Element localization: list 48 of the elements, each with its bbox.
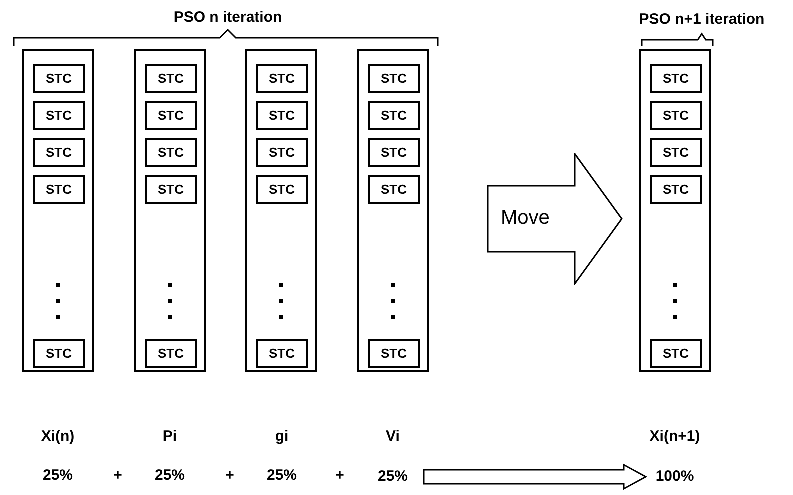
stc-box: STC — [650, 138, 702, 167]
stc-box: STC — [33, 64, 85, 93]
column-box — [134, 49, 206, 372]
variable-label: 25% — [154, 466, 186, 486]
column-box — [357, 49, 429, 372]
stc-box: STC — [650, 64, 702, 93]
stc-box: STC — [368, 175, 420, 204]
variable-label: gi — [275, 427, 289, 447]
stc-box: STC — [368, 339, 420, 368]
variable-label: Xi(n) — [41, 427, 75, 447]
stc-box: STC — [256, 339, 308, 368]
column-box — [22, 49, 94, 372]
variable-label: + — [226, 466, 234, 486]
stc-box: STC — [33, 101, 85, 130]
stc-box: STC — [256, 64, 308, 93]
stc-box: STC — [145, 101, 197, 130]
variable-label: Vi — [386, 427, 400, 447]
value-text: 25% — [370, 466, 416, 488]
stc-box: STC — [145, 339, 197, 368]
stc-box: STC — [145, 175, 197, 204]
column-box — [639, 49, 711, 372]
stc-box: STC — [368, 138, 420, 167]
value-text: 100% — [648, 466, 702, 488]
stc-box: STC — [368, 101, 420, 130]
variable-label: 25% — [42, 466, 74, 486]
group-label: PSO n+1 iteration — [639, 10, 765, 30]
stc-box: STC — [33, 175, 85, 204]
stc-box: STC — [650, 175, 702, 204]
group-label: PSO n iteration — [174, 8, 282, 28]
stc-box: STC — [368, 64, 420, 93]
variable-label: Xi(n+1) — [650, 427, 700, 447]
arrow-label: Move — [501, 206, 550, 231]
block-arrow — [487, 153, 623, 285]
stc-box: STC — [145, 138, 197, 167]
column-box — [245, 49, 317, 372]
stc-box: STC — [650, 101, 702, 130]
stc-box: STC — [256, 101, 308, 130]
stc-box: STC — [650, 339, 702, 368]
variable-label: 25% — [266, 466, 298, 486]
stc-box: STC — [33, 138, 85, 167]
stc-box: STC — [145, 64, 197, 93]
stc-box: STC — [33, 339, 85, 368]
stc-box: STC — [256, 175, 308, 204]
variable-label: + — [114, 466, 122, 486]
stc-box: STC — [256, 138, 308, 167]
variable-label: + — [336, 466, 344, 486]
variable-label: Pi — [162, 427, 178, 447]
hollow-arrow — [423, 464, 648, 490]
